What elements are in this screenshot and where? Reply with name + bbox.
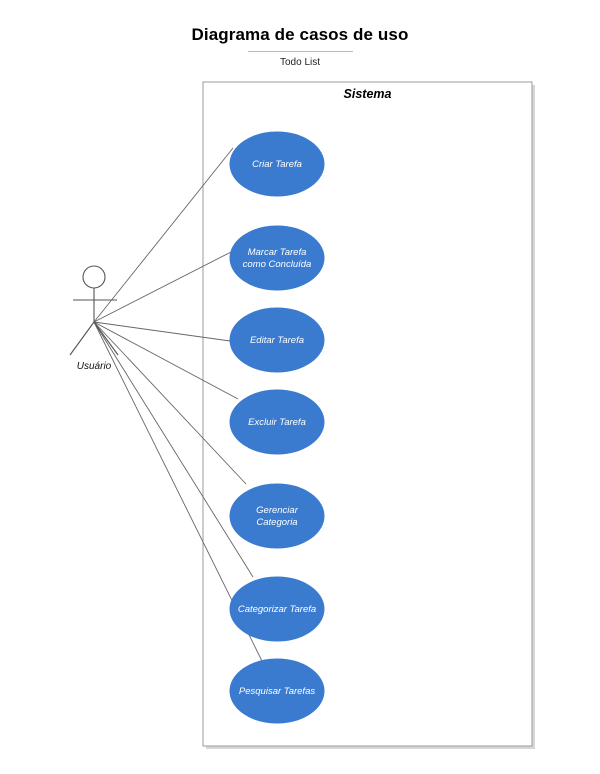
use-case-label: Excluir Tarefa [248,417,306,428]
use-case-excluir-tarefa[interactable]: Excluir Tarefa [229,389,325,455]
use-case-label: Pesquisar Tarefas [239,686,315,697]
use-case-editar-tarefa[interactable]: Editar Tarefa [229,307,325,373]
use-case-ellipse[interactable] [229,225,325,291]
use-case-ellipse[interactable] [229,576,325,642]
use-case-label-line: Categorizar Tarefa [238,604,316,615]
use-case-label-line: Criar Tarefa [252,159,302,170]
use-case-label: Criar Tarefa [252,159,302,170]
use-case-label-line: Editar Tarefa [250,335,304,346]
use-case-label-line: Excluir Tarefa [248,417,306,428]
use-case-label: Categorizar Tarefa [238,604,316,615]
use-case-ellipse[interactable] [229,307,325,373]
system-boundary-label: Sistema [344,87,392,101]
use-case-ellipse[interactable] [229,483,325,549]
association-line-excluir-tarefa[interactable] [93,321,239,400]
use-case-ellipse[interactable] [229,131,325,197]
use-case-label-line: Gerenciar [256,505,299,516]
use-case-pesquisar-tarefas[interactable]: Pesquisar Tarefas [229,658,325,724]
use-case-label-line: Pesquisar Tarefas [239,686,315,697]
actor-usuario[interactable]: Usuário [69,265,119,372]
actor-leg-left-line [69,321,95,356]
association-line-criar-tarefa[interactable] [93,147,234,323]
association-line-categorizar-tarefa[interactable] [93,321,254,578]
association-line-editar-tarefa[interactable] [93,321,231,342]
association-line-gerenciar-categoria[interactable] [93,321,247,485]
use-case-label-line: como Concluída [243,259,312,270]
use-case-ellipse[interactable] [229,658,325,724]
title-divider [247,51,353,52]
use-case-criar-tarefa[interactable]: Criar Tarefa [229,131,325,197]
use-case-ellipse[interactable] [229,389,325,455]
use-case-label: Editar Tarefa [250,335,304,346]
page-subtitle: Todo List [279,57,321,68]
actor-label: Usuário [77,361,112,372]
use-case-categorizar-tarefa[interactable]: Categorizar Tarefa [229,576,325,642]
diagram-header: Diagrama de casos de uso Todo List [0,0,600,68]
actor-leg-right-line [93,321,119,356]
use-case-label-line: Categoria [256,517,297,528]
use-case-label-line: Marcar Tarefa [248,247,307,258]
actor-head-icon [82,265,106,289]
association-line-marcar-tarefa-como-concluida[interactable] [93,251,232,323]
page-title: Diagrama de casos de uso [191,25,409,44]
